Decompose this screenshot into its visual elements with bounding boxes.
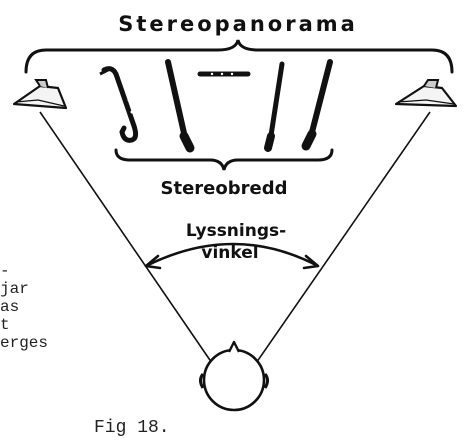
listener-head-icon bbox=[199, 340, 269, 412]
angle-arc bbox=[145, 242, 319, 268]
left-sound-line bbox=[39, 111, 215, 367]
figure-caption: Fig 18. bbox=[94, 418, 170, 438]
side-text-line: - bbox=[0, 262, 10, 280]
flute-icon bbox=[197, 71, 251, 77]
width-brace bbox=[114, 148, 334, 171]
right-sound-line bbox=[253, 111, 431, 367]
clarinet-icon bbox=[165, 59, 195, 153]
panorama-brace bbox=[24, 39, 454, 74]
angle-label-line1: Lyssnings- bbox=[186, 221, 286, 241]
angle-arrow-left bbox=[144, 254, 162, 270]
oboe-icon bbox=[264, 61, 285, 152]
side-text-line: as bbox=[0, 298, 19, 316]
width-label: Stereobredd bbox=[161, 178, 288, 199]
side-text-line: jar bbox=[0, 280, 29, 298]
angle-label-line2: vinkel bbox=[201, 243, 258, 263]
diagram-title: Stereopanorama bbox=[118, 12, 358, 36]
left-speaker-icon bbox=[12, 79, 68, 110]
side-text-line: erges bbox=[0, 334, 48, 352]
side-text-line: t bbox=[0, 316, 10, 334]
right-speaker-icon bbox=[394, 79, 458, 108]
clarinet-icon bbox=[301, 59, 333, 151]
angle-arrow-right bbox=[302, 254, 320, 270]
saxophone-icon bbox=[99, 66, 139, 143]
